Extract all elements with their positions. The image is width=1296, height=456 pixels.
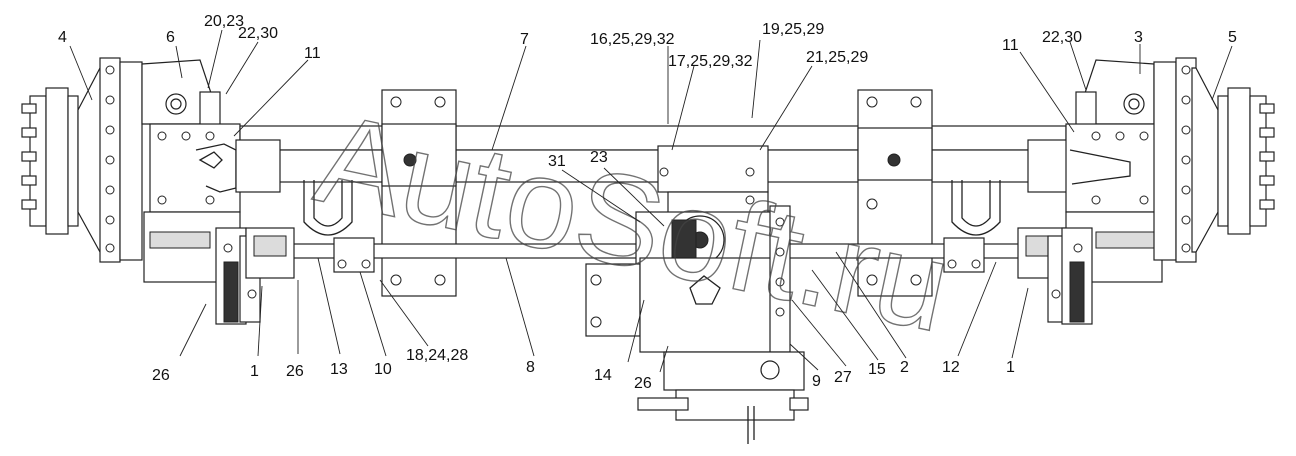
leader-lines (69, 29, 1233, 373)
callout-5: 5 (1228, 29, 1237, 46)
callout-18: 18,24,28 (406, 347, 468, 364)
right-u-bolt (951, 180, 1001, 236)
callout-23: 23 (590, 149, 608, 166)
right-hub-housing (1153, 57, 1219, 263)
left-hub-bolts (105, 65, 115, 253)
left-wheel-studs (21, 103, 37, 210)
callout-9: 9 (812, 373, 821, 390)
callout-26-a: 26 (152, 367, 170, 384)
callout-31: 31 (548, 153, 566, 170)
callout-6: 6 (166, 29, 175, 46)
callout-20-23: 20,23 (204, 13, 244, 30)
right-hub-bolts (1181, 65, 1191, 253)
callout-8: 8 (526, 359, 535, 376)
callout-13: 13 (330, 361, 348, 378)
callout-14: 14 (594, 367, 612, 384)
callout-4: 4 (58, 29, 67, 46)
callout-21: 21,25,29 (806, 49, 868, 66)
callout-1-left: 1 (250, 363, 259, 380)
callout-2: 2 (900, 359, 909, 376)
left-spring-pad (381, 89, 457, 297)
left-wheel-flange (21, 87, 79, 235)
callout-22-30-left: 22,30 (238, 25, 278, 42)
callout-labels: 4 6 20,23 22,30 11 7 16,25,29,32 17,25,2… (58, 13, 1237, 392)
central-gearbox (585, 145, 809, 444)
callout-19: 19,25,29 (762, 21, 824, 38)
callout-26-c: 26 (634, 375, 652, 392)
callout-26-b: 26 (286, 363, 304, 380)
left-hub-housing (77, 57, 143, 263)
right-wheel-flange (1217, 87, 1275, 235)
callout-12: 12 (942, 359, 960, 376)
callout-10: 10 (374, 361, 392, 378)
callout-15: 15 (868, 361, 886, 378)
left-tie-rod-end (245, 227, 375, 279)
left-u-bolt (303, 180, 353, 236)
callout-7: 7 (520, 31, 529, 48)
callout-1-right: 1 (1006, 359, 1015, 376)
callout-22-30-right: 22,30 (1042, 29, 1082, 46)
right-spring-pad (857, 89, 933, 297)
callout-17: 17,25,29,32 (668, 53, 753, 70)
callout-16: 16,25,29,32 (590, 31, 675, 48)
left-steering-arm (215, 227, 261, 325)
right-steering-arm (1047, 227, 1093, 325)
callout-27: 27 (834, 369, 852, 386)
callout-11-left: 11 (304, 45, 321, 62)
callout-11-right: 11 (1002, 37, 1019, 54)
callout-3: 3 (1134, 29, 1143, 46)
right-wheel-studs (1259, 103, 1275, 210)
